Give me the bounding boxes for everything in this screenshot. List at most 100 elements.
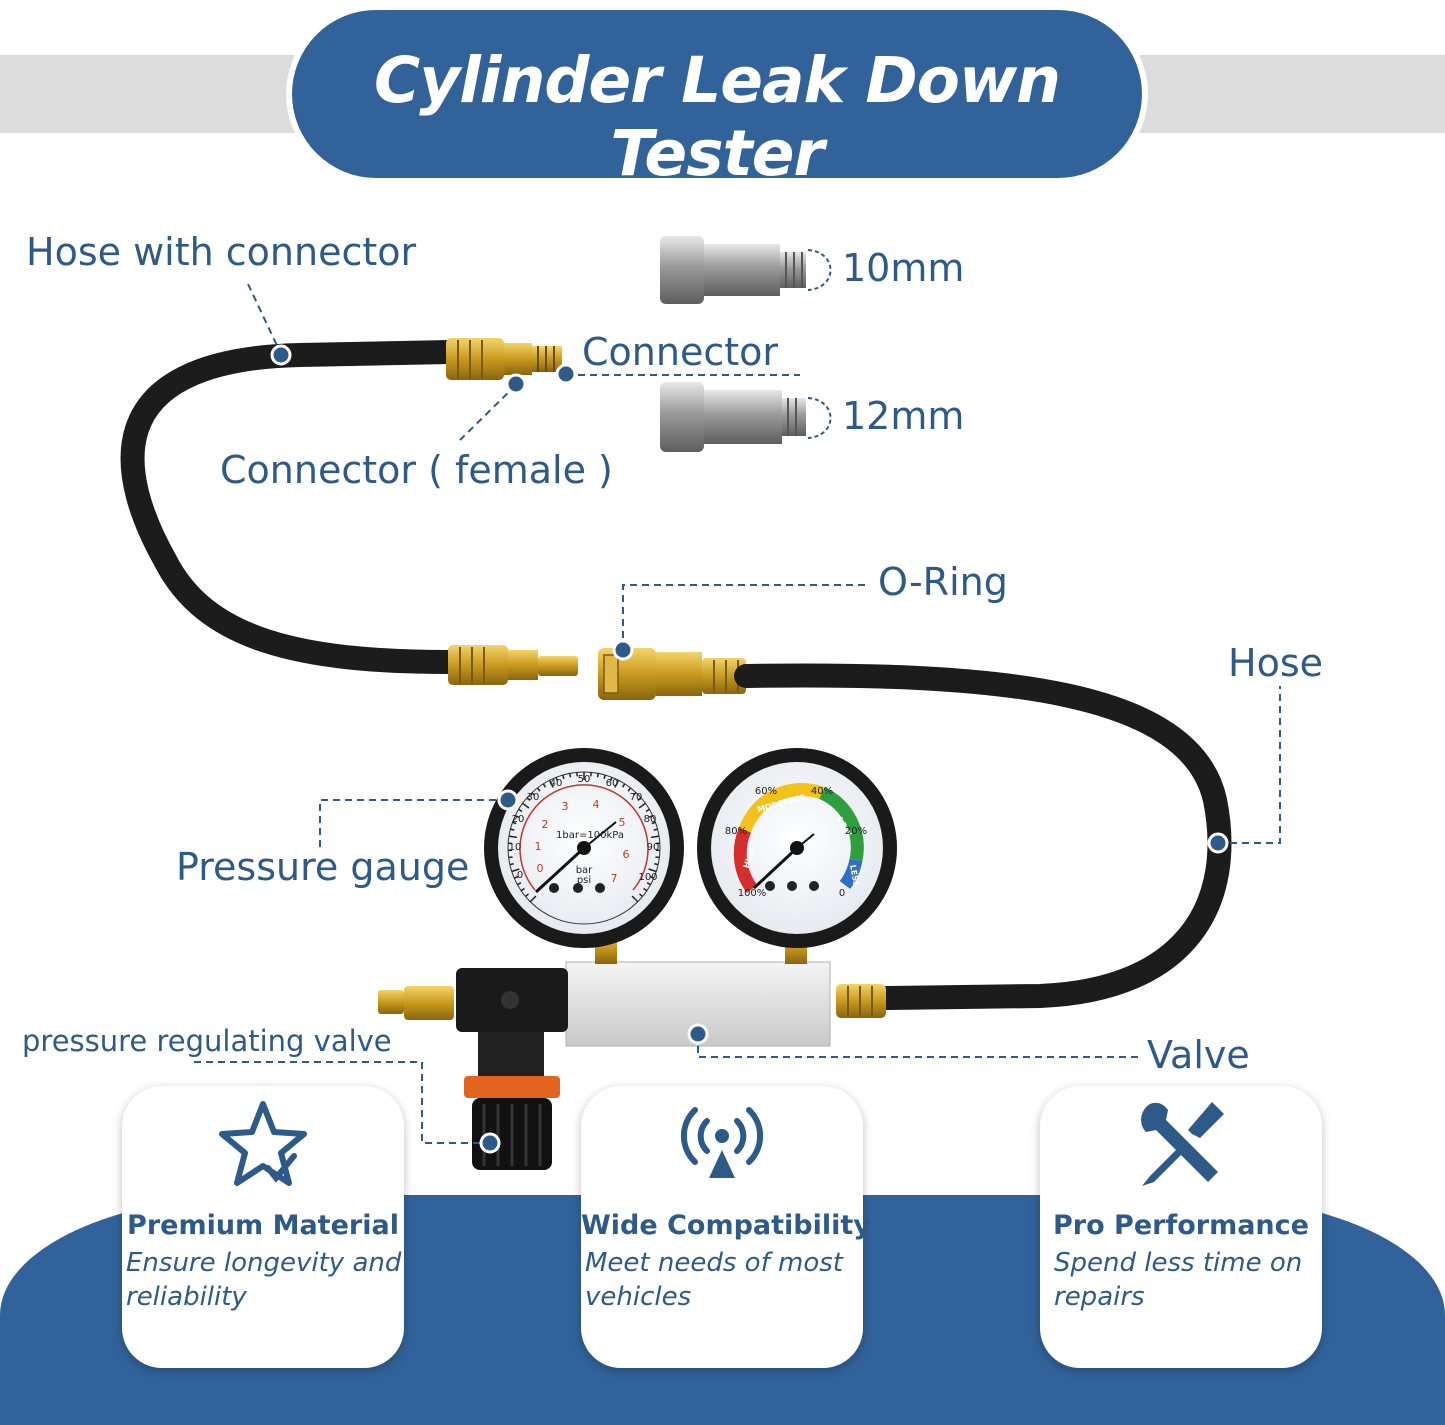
- adapter-10mm: [660, 236, 832, 304]
- gauge-tick-mark: [529, 895, 537, 903]
- pct-tick: 100%: [738, 888, 767, 899]
- quick-plug: [538, 656, 578, 676]
- page-title: Cylinder Leak Down Tester: [373, 44, 1061, 190]
- gauge-tick-mark: [514, 814, 520, 819]
- psi-tick: 30: [527, 792, 540, 803]
- pct-tick: 60%: [755, 786, 777, 797]
- gauge-tick-mark: [510, 828, 515, 831]
- gauge-tick-mark: [526, 797, 531, 801]
- pct-tick: 40%: [811, 786, 833, 797]
- gauge-tick-mark: [627, 787, 632, 792]
- psi-tick: 60: [606, 778, 619, 789]
- bar-tick: 4: [593, 798, 600, 811]
- gauge-tick-mark: [648, 868, 657, 873]
- feature-card-wide-compatibility: Wide Compatibility Meet needs of most ve…: [581, 1086, 871, 1368]
- psi-tick: 90: [647, 842, 660, 853]
- callout-connector-female: [459, 384, 517, 441]
- gauge-tick-mark: [555, 777, 559, 782]
- psi-tick: 80: [644, 814, 657, 825]
- psi-tick: 20: [512, 814, 525, 825]
- gauge-tick-mark: [637, 797, 642, 801]
- adapter-12mm: [660, 382, 832, 452]
- bar-tick: 7: [611, 872, 618, 885]
- connector-female-brass: [446, 338, 504, 380]
- callout-regulator: [194, 1061, 490, 1144]
- gauge-tick-mark: [621, 783, 626, 788]
- label-pressure-gauge: Pressure gauge: [176, 845, 470, 889]
- bar-tick: 5: [619, 816, 626, 829]
- bar-tick: 6: [623, 848, 630, 861]
- feature-card-premium-material: Premium Material Ensure longevity and re…: [122, 1086, 404, 1368]
- gauge-tick-mark: [654, 862, 659, 866]
- gauge-tick-mark: [511, 868, 520, 873]
- label-connector-female: Connector ( female ): [220, 448, 613, 492]
- feature-title: Pro Performance: [1053, 1210, 1309, 1241]
- gauge-tick-mark: [643, 887, 648, 892]
- gauge-tick-mark: [645, 808, 650, 812]
- wrench-screwdriver-icon: [1141, 1102, 1224, 1186]
- pct-tick: 80%: [725, 826, 747, 837]
- star-check-icon: [219, 1101, 307, 1186]
- psi-tick: 10: [509, 842, 522, 853]
- zone-less: LESS: [848, 864, 861, 887]
- feature-card-pro-performance: Pro Performance Spend less time on repai…: [1040, 1086, 1322, 1368]
- dot-regulator: [479, 1132, 501, 1154]
- gauge-tick-mark: [509, 862, 514, 866]
- label-10mm: 10mm: [842, 246, 965, 290]
- callout-pressure-gauge: [319, 799, 508, 850]
- label-o-ring: O-Ring: [878, 560, 1008, 604]
- psi-tick: 50: [578, 774, 591, 785]
- gauge-tick-mark: [614, 779, 620, 788]
- title-pill: [286, 4, 1148, 184]
- gauge-tick-mark: [508, 835, 517, 839]
- feature-title: Premium Material: [127, 1210, 399, 1241]
- gauge-tick-mark: [569, 773, 572, 778]
- callout-valve: [697, 1034, 1140, 1058]
- gauge-tick-mark: [512, 821, 517, 825]
- feature-desc: Ensure longevity and reliability: [126, 1248, 402, 1312]
- gauge-unit-psi: psi: [577, 875, 591, 886]
- gauge-tick-mark: [632, 792, 637, 797]
- signal-broadcast-icon: [680, 1107, 764, 1178]
- label-connector: Connector: [582, 330, 778, 374]
- gauge-tick-mark: [517, 882, 522, 886]
- callout-hose: [1218, 686, 1281, 844]
- bar-tick: 2: [542, 818, 549, 831]
- gauge-tick-mark: [631, 895, 639, 903]
- gauge-tick-mark: [649, 875, 655, 879]
- dot-connector: [555, 363, 577, 385]
- psi-tick: 40: [550, 778, 563, 789]
- dot-connector-female: [505, 373, 527, 395]
- gauge-tick-mark: [531, 792, 536, 797]
- gauge-tick-mark: [609, 777, 613, 782]
- gauge-tick-mark: [524, 893, 530, 898]
- gauge-tick-mark: [653, 828, 658, 831]
- gauge-tick-mark: [562, 774, 565, 780]
- gauge-tick-mark: [548, 779, 554, 788]
- gauge-note: 1bar=100kPa: [556, 830, 624, 841]
- callout-o-ring: [622, 584, 866, 650]
- callout-hose-with-connector: [247, 283, 282, 355]
- gauge-tick-mark: [651, 835, 660, 839]
- dot-hose: [1207, 832, 1229, 854]
- gauge-tick-mark: [596, 773, 599, 778]
- psi-tick: 100: [638, 872, 657, 883]
- hose-with-connector: [120, 340, 462, 674]
- gauge-tick-mark: [536, 787, 541, 792]
- gauge-tick-mark: [520, 887, 525, 892]
- gauge-tick-mark: [646, 882, 651, 886]
- pct-tick: 20%: [845, 826, 867, 837]
- bar-tick: 1: [535, 840, 542, 853]
- gauge-tick-mark: [651, 821, 656, 825]
- feature-desc: Spend less time on repairs: [1054, 1248, 1303, 1312]
- dot-valve: [687, 1023, 709, 1045]
- label-valve: Valve: [1147, 1033, 1250, 1077]
- gauge-tick-mark: [648, 814, 654, 819]
- gauge-tick-mark: [638, 893, 644, 898]
- gauge-tick-mark: [603, 774, 606, 780]
- label-hose-with-connector: Hose with connector: [26, 230, 417, 274]
- gauge-tick-mark: [518, 808, 523, 812]
- gauge-unit-bar: bar: [576, 865, 593, 876]
